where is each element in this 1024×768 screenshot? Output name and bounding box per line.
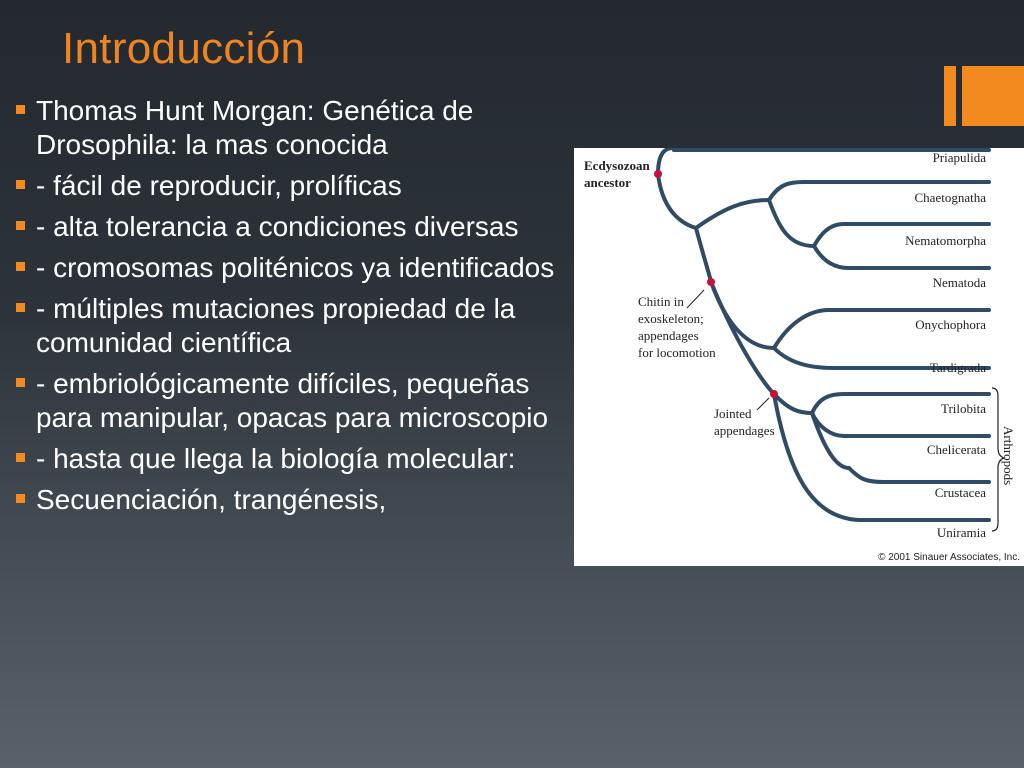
node-chitin [707,278,715,286]
bullet-item: - hasta que llega la biología molecular: [16,442,564,476]
bullet-square-icon [16,262,25,271]
chitin-label-line1: Chitin in [638,294,684,309]
arthropods-label: Arthropods [1001,426,1016,485]
bullet-text: Thomas Hunt Morgan: Genética de Drosophi… [36,95,474,160]
arthropods-bracket [991,387,1006,532]
bullet-item: Thomas Hunt Morgan: Genética de Drosophi… [16,94,564,162]
branch-mandibulata [810,411,851,470]
taxon-label: Priapulida [933,150,987,165]
root-label-line2: ancestor [584,175,631,190]
branch-trilobita [810,392,991,415]
taxon-label: Onychophora [915,317,986,332]
phylogeny-figure: Ecdysozoan ancestor Chitin in exoskeleto… [574,148,1024,566]
branch-nema-node [767,198,816,248]
taxon-label: Nematoda [933,275,987,290]
bullet-item: Secuenciación, trangénesis, [16,483,564,517]
tree-branches [656,148,991,522]
bullet-text: - embriológicamente difíciles, pequeñas … [36,368,549,433]
branch-nematomorpha [812,222,991,248]
taxon-label: Crustacea [935,485,986,500]
bullet-text: - múltiples mutaciones propiedad de la c… [36,293,516,358]
accent-bar-wide [962,66,1024,126]
branch-cluster-a [694,198,771,230]
phylogeny-tree: Ecdysozoan ancestor Chitin in exoskeleto… [584,148,1020,563]
branch-chelicerata-node [810,411,991,438]
branch-chaetognatha [767,180,991,202]
bullet-item: - cromosomas politénicos ya identificado… [16,251,564,285]
taxon-label: Nematomorpha [905,233,986,248]
bullet-square-icon [16,303,25,312]
bullet-square-icon [16,494,25,503]
branch-arthropod-stem [709,280,776,396]
slide-title: Introducción [62,24,306,73]
root-label-line1: Ecdysozoan [584,158,651,173]
chitin-label-line4: for locomotion [638,345,716,360]
copyright-text: © 2001 Sinauer Associates, Inc. [878,552,1020,563]
node-ecdysozoan [654,170,662,178]
bullet-item: - alta tolerancia a condiciones diversas [16,210,564,244]
chitin-label-line3: appendages [638,328,699,343]
branch-panarthropoda [709,280,776,350]
branch-root-lower [656,172,698,230]
taxon-label: Chaetognatha [915,190,987,205]
branch-onychophora [772,308,991,350]
bullet-item: - múltiples mutaciones propiedad de la c… [16,292,564,360]
bullet-text: - hasta que llega la biología molecular: [36,443,516,474]
chitin-label-line2: exoskeleton; [638,311,704,326]
jointed-label-line2: appendages [714,423,775,438]
bullet-square-icon [16,180,25,189]
branch-uniramia [772,392,991,522]
bullet-text: - fácil de reproducir, prolíficas [36,170,402,201]
bullet-square-icon [16,221,25,230]
pointer-jointed [756,397,770,411]
bullet-square-icon [16,378,25,387]
bullet-list: Thomas Hunt Morgan: Genética de Drosophi… [16,94,564,524]
bullet-item: - embriológicamente difíciles, pequeñas … [16,367,564,435]
bullet-square-icon [16,453,25,462]
branch-priapulida-stem [656,148,676,176]
taxon-label: Trilobita [941,401,986,416]
taxon-label: Tardigrada [930,360,986,375]
pointer-chitin [686,289,705,309]
branch-nematoda [812,244,991,270]
taxon-label: Chelicerata [927,442,986,457]
node-jointed [770,390,778,398]
branch-tardigrada [772,346,991,370]
bullet-text: - cromosomas politénicos ya identificado… [36,252,555,283]
bullet-text: Secuenciación, trangénesis, [36,484,387,515]
jointed-label-line1: Jointed [714,406,752,421]
annotation-pointers [686,289,770,411]
bullet-text: - alta tolerancia a condiciones diversas [36,211,519,242]
branch-arthropod-node [772,392,814,415]
accent-bar-thin [944,66,956,126]
branch-chitin-stem [694,226,713,284]
taxon-label: Uniramia [937,525,986,540]
bullet-square-icon [16,105,25,114]
branch-crustacea [847,466,991,484]
bullet-item: - fácil de reproducir, prolíficas [16,169,564,203]
